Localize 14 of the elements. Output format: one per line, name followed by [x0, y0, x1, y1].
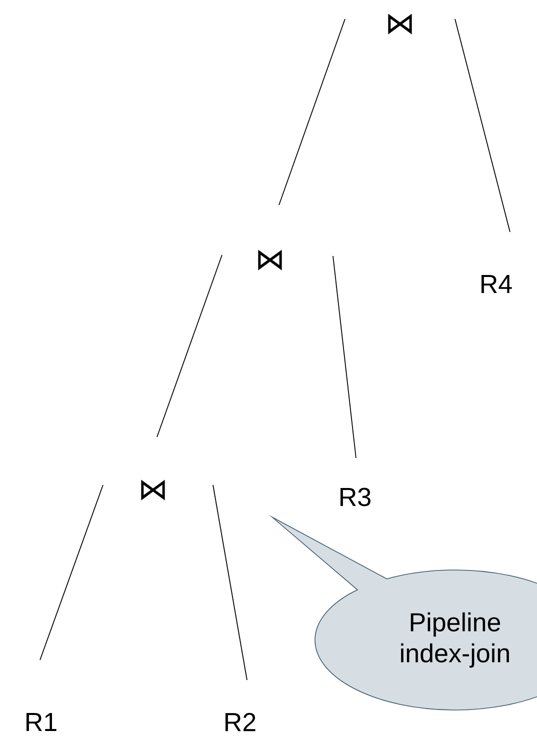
speech-bubble: Pipeline index-join: [272, 516, 537, 710]
relation-label: R4: [482, 275, 512, 293]
join-symbol: ⋈: [141, 480, 165, 500]
tree-edge: [278, 18, 346, 206]
join-symbol: ⋈: [258, 250, 282, 270]
tree-edge: [454, 18, 510, 232]
tree-edge: [40, 484, 104, 660]
relation-label: R1: [26, 713, 56, 731]
relation-label: R2: [226, 712, 256, 732]
tree-edge: [332, 256, 356, 458]
tree-edge: [156, 254, 222, 438]
tree-edge: [212, 484, 248, 680]
relation-label: R3: [340, 488, 370, 506]
join-symbol: ⋈: [388, 14, 412, 34]
